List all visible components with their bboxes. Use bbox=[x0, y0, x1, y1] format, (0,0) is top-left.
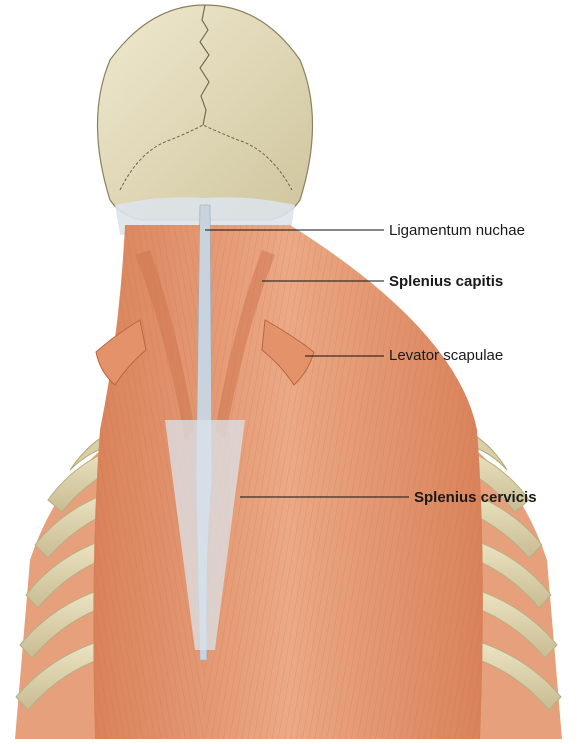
label-splenius-capitis: Splenius capitis bbox=[389, 273, 504, 290]
levator-scapulae bbox=[95, 319, 315, 386]
leader-lines bbox=[205, 229, 409, 498]
skull bbox=[96, 4, 314, 235]
label-levator-scapulae: Levator scapulae bbox=[389, 347, 504, 364]
label-ligamentum-nuchae: Ligamentum nuchae bbox=[389, 222, 525, 239]
label-splenius-cervicis: Splenius cervicis bbox=[414, 489, 537, 506]
